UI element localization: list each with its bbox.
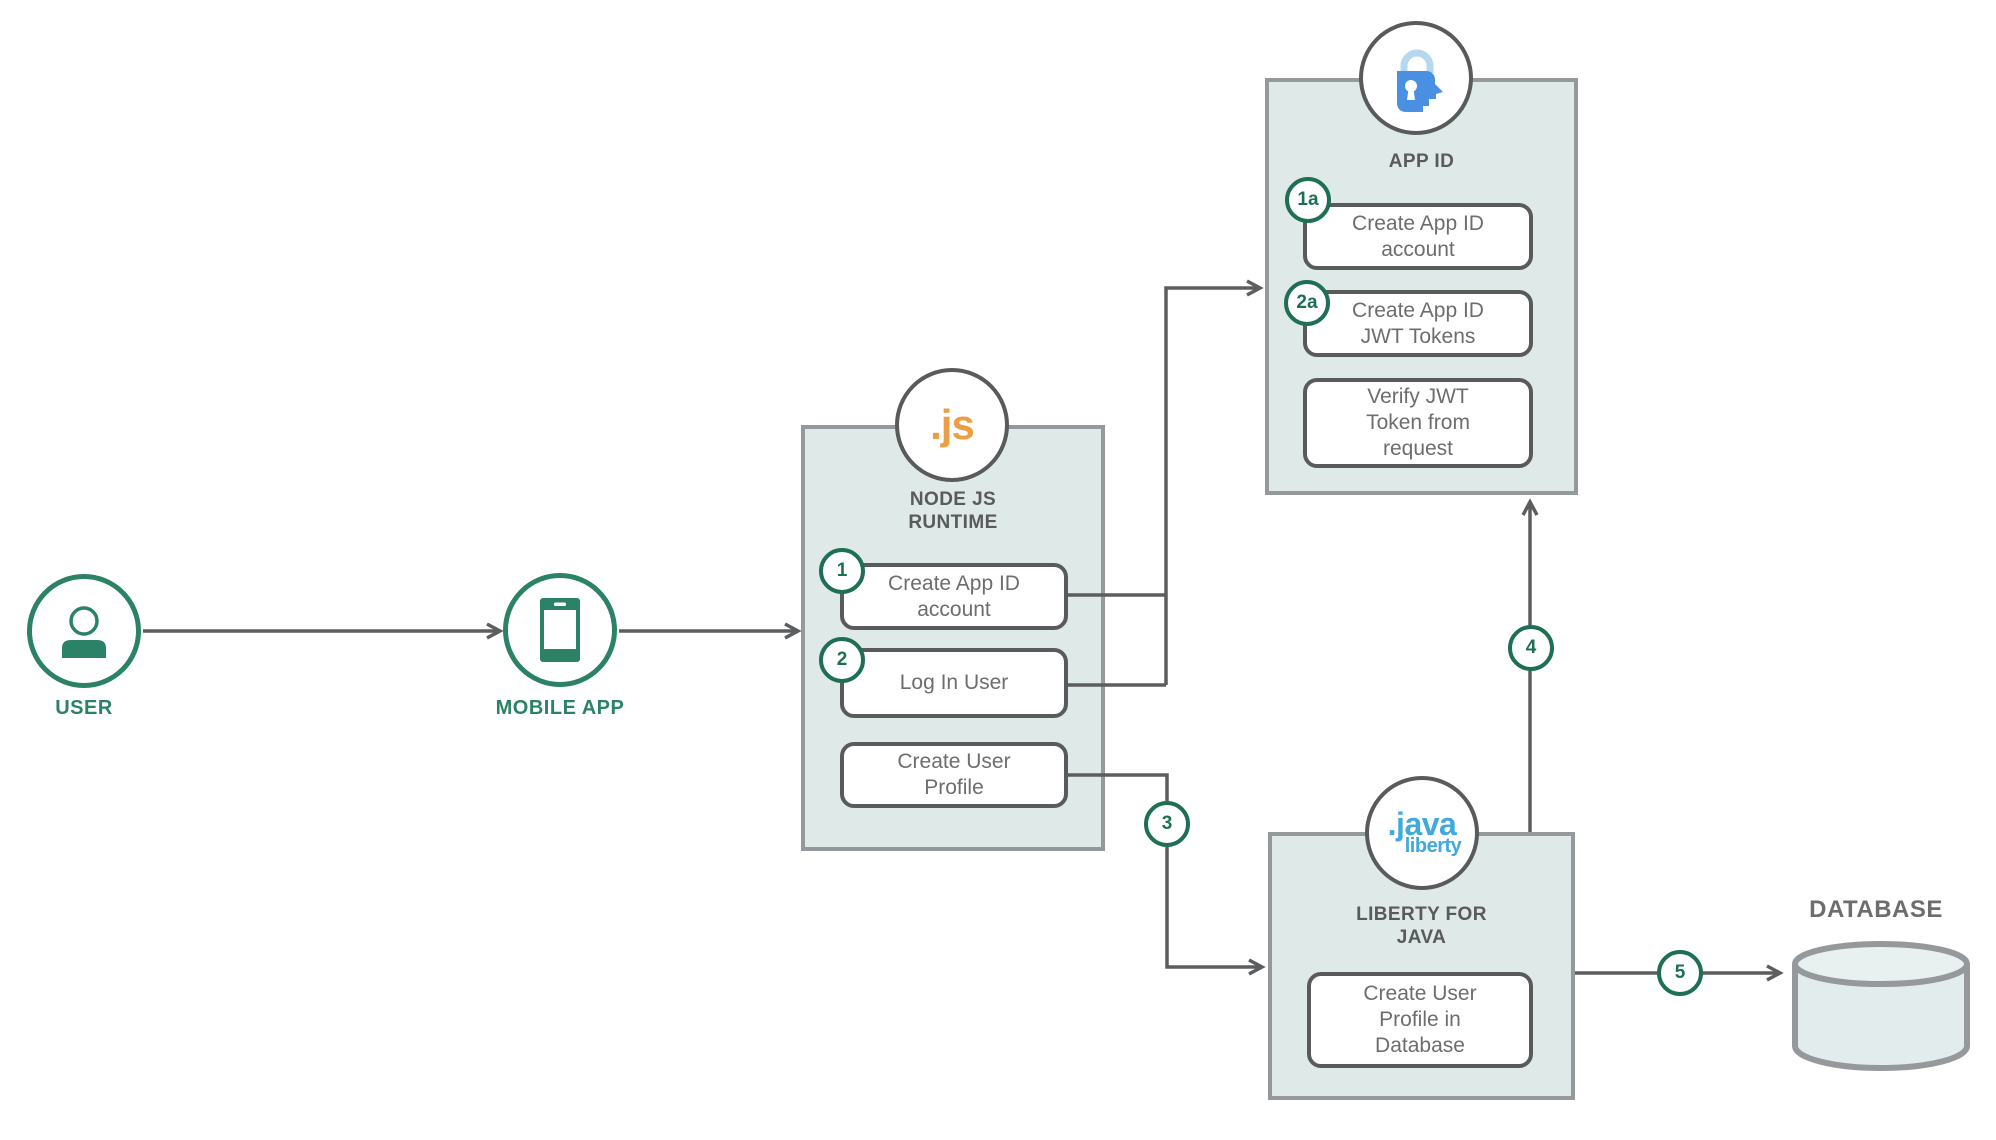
- node-runtime-title-line1: NODE JS: [909, 489, 997, 510]
- badge-step-1a: 1a: [1285, 177, 1331, 223]
- badge-step-1: 1: [819, 548, 865, 594]
- step-box-create-user-profile-in-database: Create User Profile in Database: [1307, 972, 1533, 1068]
- database-cylinder-icon: [1792, 941, 1970, 1071]
- badge-text: 1a: [1297, 189, 1319, 210]
- badge-text: 4: [1525, 637, 1537, 658]
- java-liberty-icon-sub: liberty: [1404, 835, 1462, 857]
- mobile-app-node: [503, 573, 617, 687]
- step-text-line: Create App ID: [1352, 211, 1484, 235]
- badge-step-5: 5: [1657, 950, 1703, 996]
- mobile-app-label: MOBILE APP: [495, 697, 625, 719]
- liberty-title: LIBERTY FOR JAVA: [1272, 903, 1571, 949]
- app-id-title: APP ID: [1269, 150, 1574, 173]
- liberty-title-line1: LIBERTY FOR: [1356, 904, 1487, 925]
- connector-node-to-appid: [1164, 279, 1264, 685]
- liberty-title-line2: JAVA: [1396, 927, 1447, 948]
- step-text-line: account: [1381, 237, 1455, 261]
- nodejs-icon: .js: [930, 401, 975, 448]
- user-label: USER: [55, 697, 113, 719]
- node-runtime-title: NODE JS RUNTIME: [805, 488, 1101, 534]
- step-text-line: request: [1382, 437, 1454, 460]
- java-liberty-icon: .java: [1387, 806, 1457, 842]
- database-label: DATABASE: [1809, 896, 1943, 923]
- badge-step-4: 4: [1508, 625, 1554, 671]
- step-text-line: Profile: [924, 776, 984, 799]
- node-runtime-container: NODE JS RUNTIME Create App ID account Lo…: [801, 425, 1105, 851]
- user-icon: [62, 606, 106, 658]
- badge-text: 2: [836, 649, 848, 670]
- step-box-create-user-profile: Create User Profile: [840, 742, 1068, 808]
- app-id-logo-circle: [1359, 21, 1473, 135]
- liberty-logo-circle: .java liberty: [1365, 776, 1479, 890]
- node-runtime-title-line2: RUNTIME: [908, 512, 998, 533]
- step-text-line: Profile in: [1379, 1008, 1461, 1031]
- step-box-create-app-id-account-appid: Create App ID account: [1303, 203, 1533, 270]
- step-box-create-app-id-jwt-tokens: Create App ID JWT Tokens: [1303, 290, 1533, 357]
- step-box-verify-jwt-token: Verify JWT Token from request: [1303, 378, 1533, 468]
- appid-lock-head-icon: [1397, 49, 1443, 112]
- app-id-title-line1: APP ID: [1388, 151, 1455, 172]
- step-box-log-in-user: Log In User: [840, 648, 1068, 718]
- smartphone-icon: [540, 598, 580, 662]
- step-text-line: Create App ID: [888, 571, 1020, 595]
- step-text-line: JWT Tokens: [1360, 324, 1476, 348]
- badge-step-2a: 2a: [1284, 280, 1330, 326]
- badge-step-2: 2: [819, 637, 865, 683]
- node-runtime-logo-circle: .js: [895, 368, 1009, 482]
- step-text-line: Verify JWT: [1367, 385, 1469, 408]
- step-text-line: Create App ID: [1352, 298, 1484, 322]
- badge-text: 2a: [1296, 292, 1318, 313]
- step-text-line: Create User: [897, 750, 1011, 773]
- badge-step-3: 3: [1144, 801, 1190, 847]
- badge-text: 5: [1674, 962, 1686, 983]
- step-text-line: Create User: [1363, 982, 1477, 1005]
- step-text-line: Token from: [1366, 411, 1470, 434]
- user-node: [27, 574, 141, 688]
- step-text-line: Database: [1375, 1034, 1465, 1057]
- badge-text: 1: [836, 560, 848, 581]
- step-text-line: Log In User: [899, 671, 1009, 694]
- badge-text: 3: [1161, 813, 1173, 834]
- step-box-create-app-id-account: Create App ID account: [840, 563, 1068, 630]
- step-text-line: account: [917, 597, 991, 621]
